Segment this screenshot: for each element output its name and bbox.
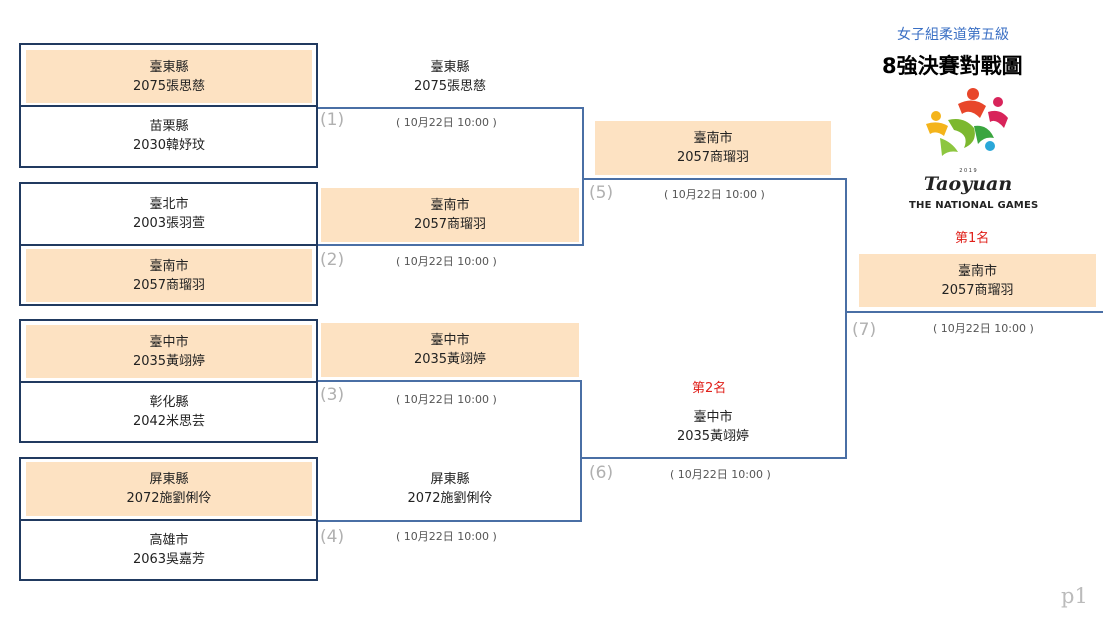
entrant-county: 彰化縣 — [149, 395, 189, 410]
bracket-line — [580, 380, 582, 522]
match-number: (4) — [320, 527, 345, 547]
entrant-name: 2003張羽萱 — [132, 216, 206, 231]
bracket-line — [318, 107, 584, 109]
winner-r3-2: 臺中市 2035黃翊婷 — [595, 400, 831, 454]
page-number: p1 — [1061, 584, 1088, 608]
rank-second-label: 第2名 — [692, 381, 727, 396]
entrant-county: 高雄市 — [149, 533, 189, 548]
entrant-county: 苗栗縣 — [149, 119, 189, 134]
pair-divider-2 — [19, 244, 318, 246]
match-number: (2) — [320, 250, 345, 270]
logo-caption: THE NATIONAL GAMES — [909, 200, 1039, 211]
bracket-line — [582, 457, 847, 459]
entrant-name: 2035黃翊婷 — [132, 353, 206, 369]
bracket-line — [318, 380, 582, 382]
champion-county: 臺南市 — [957, 263, 997, 279]
winner-name: 2035黃翊婷 — [676, 429, 750, 444]
entrant-county: 屏東縣 — [149, 472, 189, 487]
winner-county: 臺中市 — [430, 333, 470, 348]
entrant-r1-4: 臺南市 2057商瑠羽 — [26, 249, 312, 302]
winner-name: 2057商瑠羽 — [676, 150, 750, 165]
winner-name: 2057商瑠羽 — [413, 217, 487, 232]
winner-county: 屏東縣 — [430, 472, 470, 487]
taoyuan-games-logo: 2 0 1 9 Taoyuan — [918, 86, 1018, 196]
match-time: ( 10月22日 10:00 ) — [933, 322, 1034, 335]
logo-year: 2 0 1 9 — [959, 168, 977, 174]
bracket-line — [318, 244, 584, 246]
rank-first-label: 第1名 — [955, 231, 990, 246]
entrant-r1-3: 臺北市 2003張羽萱 — [26, 187, 312, 241]
entrant-name: 2075張思慈 — [132, 78, 206, 94]
entrant-r1-7: 屏東縣 2072施劉俐伶 — [26, 462, 312, 516]
bracket-title: 8強決賽對戰圖 — [882, 54, 1023, 78]
match-number: (1) — [320, 110, 345, 130]
entrant-name: 2072施劉俐伶 — [126, 491, 212, 506]
entrant-r1-5: 臺中市 2035黃翊婷 — [26, 325, 312, 378]
bracket-line — [582, 107, 584, 246]
winner-r2-1: 臺東縣 2075張思慈 — [321, 50, 579, 104]
bracket-subtitle: 女子組柔道第五級 — [897, 27, 1009, 43]
winner-r2-3: 臺中市 2035黃翊婷 — [321, 323, 579, 377]
bracket-line — [845, 178, 847, 459]
winner-r2-2: 臺南市 2057商瑠羽 — [321, 188, 579, 242]
entrant-r1-1: 臺東縣 2075張思慈 — [26, 50, 312, 103]
match-number: (7) — [852, 320, 877, 340]
match-time: ( 10月22日 10:00 ) — [670, 468, 771, 481]
bracket-line — [584, 178, 847, 180]
winner-name: 2075張思慈 — [413, 79, 487, 94]
entrant-name: 2057商瑠羽 — [132, 277, 206, 293]
winner-county: 臺東縣 — [430, 60, 470, 75]
winner-county: 臺南市 — [430, 198, 470, 213]
entrant-r1-8: 高雄市 2063吳嘉芳 — [26, 523, 312, 577]
entrant-r1-6: 彰化縣 2042米思芸 — [26, 385, 312, 439]
match-number: (5) — [589, 183, 614, 203]
match-time: ( 10月22日 10:00 ) — [664, 188, 765, 201]
winner-r2-4: 屏東縣 2072施劉俐伶 — [321, 462, 579, 516]
pair-divider-4 — [19, 519, 318, 521]
logo-wordmark: Taoyuan — [924, 173, 1012, 195]
winner-county: 臺南市 — [693, 131, 733, 146]
entrant-county: 臺東縣 — [149, 59, 189, 75]
entrant-r1-2: 苗栗縣 2030韓妤玟 — [26, 109, 312, 163]
match-time: ( 10月22日 10:00 ) — [396, 255, 497, 268]
match-number: (6) — [589, 463, 614, 483]
bracket-line — [318, 520, 582, 522]
entrant-county: 臺北市 — [149, 197, 189, 212]
match-number: (3) — [320, 385, 345, 405]
entrant-county: 臺南市 — [149, 258, 189, 274]
entrant-name: 2063吳嘉芳 — [132, 552, 206, 567]
match-time: ( 10月22日 10:00 ) — [396, 393, 497, 406]
entrant-county: 臺中市 — [149, 334, 189, 350]
bracket-line — [847, 311, 1103, 313]
pair-divider-3 — [19, 381, 318, 383]
winner-county: 臺中市 — [693, 410, 733, 425]
champion-box: 臺南市 2057商瑠羽 — [859, 254, 1096, 307]
champion-name: 2057商瑠羽 — [941, 282, 1014, 298]
match-time: ( 10月22日 10:00 ) — [396, 116, 497, 129]
winner-name: 2035黃翊婷 — [413, 352, 487, 367]
match-time: ( 10月22日 10:00 ) — [396, 530, 497, 543]
pair-divider-1 — [19, 105, 318, 107]
winner-r3-1: 臺南市 2057商瑠羽 — [595, 121, 831, 175]
entrant-name: 2042米思芸 — [132, 414, 206, 429]
winner-name: 2072施劉俐伶 — [407, 491, 493, 506]
entrant-name: 2030韓妤玟 — [132, 138, 206, 153]
